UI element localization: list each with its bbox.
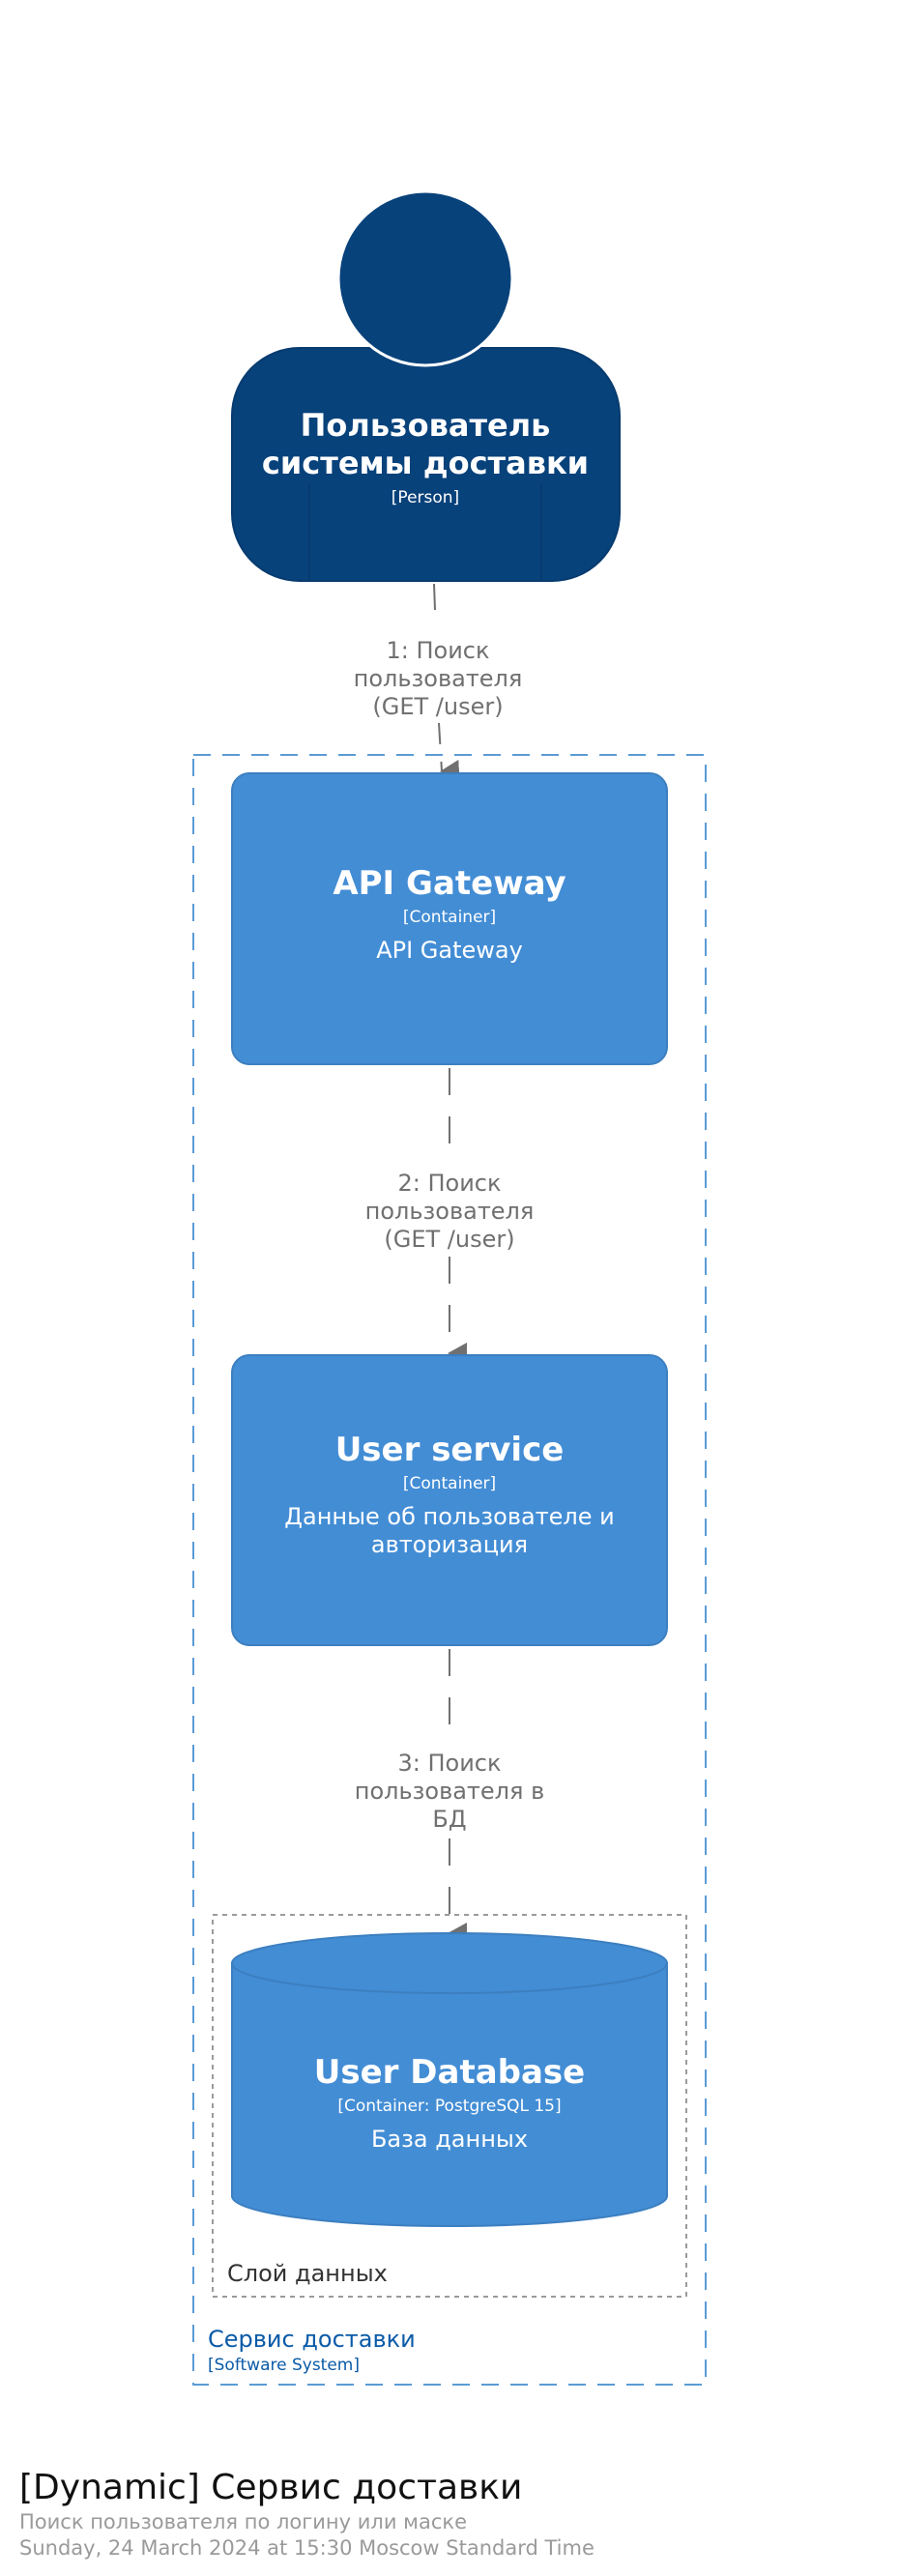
container-api-gateway[interactable]: API Gateway [Container] API Gateway (231, 772, 668, 1065)
user-service-description-line2: авторизация (371, 1531, 528, 1558)
system-boundary-name: Сервис доставки (208, 2326, 416, 2353)
api-gateway-type: [Container] (403, 908, 496, 927)
person-name-line1: Пользователь (301, 407, 551, 444)
container-user-database[interactable]: User Database [Container: PostgreSQL 15]… (231, 1932, 668, 2227)
api-gateway-description: API Gateway (376, 937, 523, 964)
data-layer-group[interactable]: Слой данных (212, 1914, 687, 2298)
person-user[interactable]: Пользователь системы доставки [Person] (231, 189, 621, 582)
person-name-line2: системы доставки (262, 445, 589, 481)
api-gateway-name: API Gateway (333, 864, 566, 903)
diagram-footer: [Dynamic] Сервис доставки Поиск пользова… (19, 2467, 880, 2562)
relationship-3-label-line2: пользователя в (355, 1778, 544, 1805)
user-service-description-line1: Данные об пользователе и (284, 1503, 615, 1530)
data-layer-name: Слой данных (227, 2260, 388, 2287)
person-type: [Person] (392, 488, 459, 507)
user-service-type: [Container] (403, 1474, 496, 1493)
user-database-description: База данных (371, 2126, 528, 2153)
relationship-2-label-line1: 2: Поиск (397, 1170, 501, 1197)
api-gateway-box (231, 772, 668, 1065)
relationship-2[interactable]: 2: Поиск пользователя (GET /user) (365, 1068, 535, 1364)
diagram-timestamp: Sunday, 24 March 2024 at 15:30 Moscow St… (19, 2536, 594, 2560)
relationship-1-label-line1: 1: Поиск (386, 637, 489, 664)
user-service-box (231, 1354, 668, 1646)
user-database-type: [Container: PostgreSQL 15] (337, 2097, 561, 2116)
diagram-description: Поиск пользователя по логину или маске (19, 2510, 468, 2533)
user-database-cylinder-rim (231, 1962, 668, 1994)
user-database-cylinder (231, 1932, 668, 2227)
relationship-2-label-line2: пользователя (365, 1198, 535, 1225)
relationship-1[interactable]: 1: Поиск пользователя (GET /user) (354, 583, 523, 781)
diagram-title: [Dynamic] Сервис доставки (19, 2468, 523, 2507)
relationship-3-label-line1: 3: Поиск (397, 1750, 501, 1777)
system-boundary-type: [Software System] (208, 2356, 360, 2375)
relationship-1-label-line2: пользователя (354, 665, 523, 692)
container-user-service[interactable]: User service [Container] Данные об польз… (231, 1354, 668, 1646)
person-head (336, 189, 514, 367)
user-service-name: User service (335, 1431, 565, 1469)
relationship-1-arrow-tail (438, 722, 460, 781)
data-layer-frame (212, 1914, 687, 2298)
relationship-3-label-line3: БД (432, 1806, 466, 1833)
system-boundary[interactable]: Сервис доставки [Software System] (192, 754, 707, 2386)
user-database-name: User Database (314, 2053, 585, 2092)
relationship-3[interactable]: 3: Поиск пользователя в БД (355, 1649, 544, 1944)
relationship-1-label-line3: (GET /user) (372, 693, 503, 720)
relationship-1-arrow (433, 583, 436, 611)
relationship-2-label-line3: (GET /user) (384, 1226, 514, 1253)
